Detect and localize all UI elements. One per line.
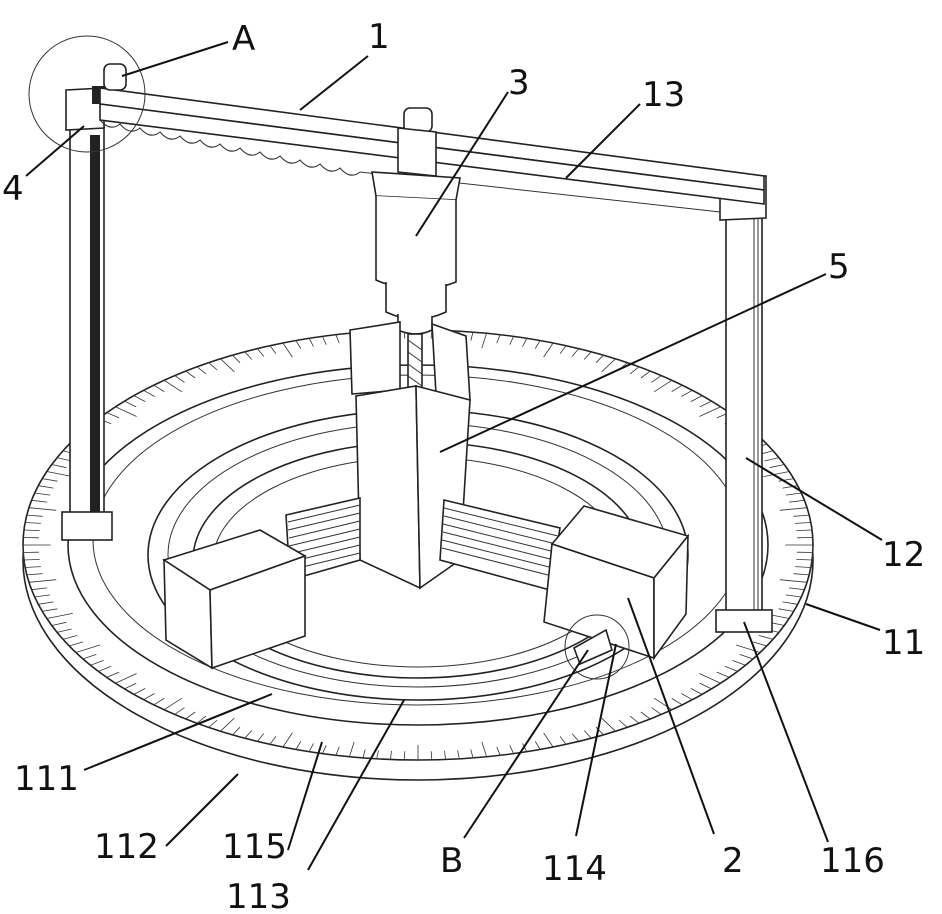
label-11: 11 [882,623,925,663]
label-12: 12 [882,535,925,575]
label-113: 113 [226,877,291,914]
label-116: 116 [820,841,885,881]
label-2: 2 [722,841,744,881]
label-5: 5 [828,247,850,287]
label-112: 112 [94,827,159,867]
label-3: 3 [508,63,530,103]
label-a: A [232,19,255,59]
label-114: 114 [542,849,607,889]
carriage [398,108,436,176]
label-b: B [440,841,463,881]
label-13: 13 [642,75,685,115]
drill-motor [372,172,460,334]
left-column [62,86,112,540]
label-4: 4 [2,169,24,209]
label-1: 1 [368,17,390,57]
label-115: 115 [222,827,287,867]
label-111: 111 [14,759,79,799]
